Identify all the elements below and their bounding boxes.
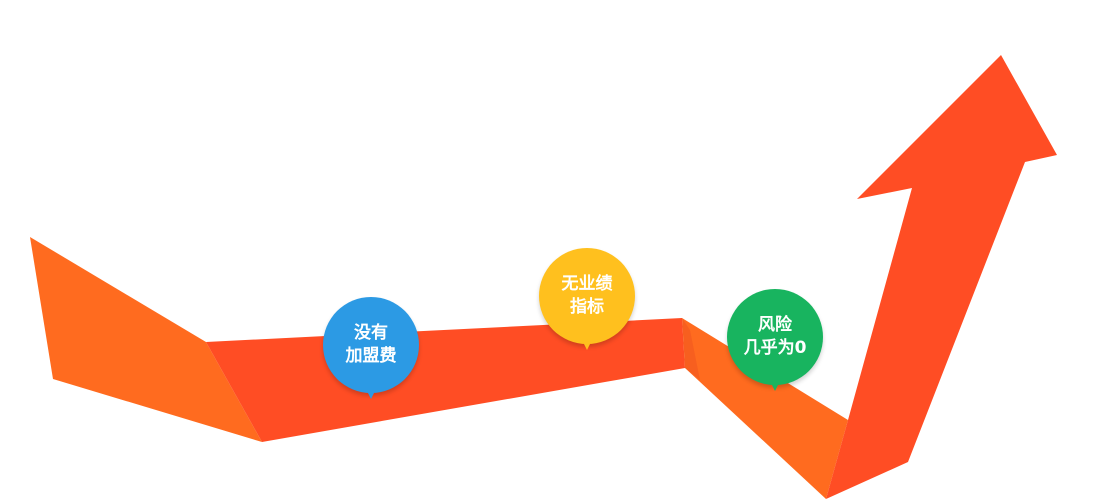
pin-label-line-1: 没有: [354, 323, 388, 343]
ribbon-shadow-dip: [682, 318, 700, 380]
feature-pin-almost-zero-risk: 风险 几乎为0: [727, 289, 823, 399]
pin-tail: [364, 385, 378, 399]
ribbon-segment-start: [30, 237, 262, 442]
ribbon-segment-rise: [826, 55, 1057, 499]
pin-label-line-1: 风险: [758, 315, 792, 335]
feature-pin-no-performance-target: 无业绩 指标: [539, 248, 635, 358]
pin-label-line-2: 指标: [570, 297, 604, 317]
pin-bubble: 没有 加盟费: [323, 297, 419, 393]
pin-tail: [580, 336, 594, 350]
feature-pin-no-franchise-fee: 没有 加盟费: [323, 297, 419, 407]
pin-bubble: 风险 几乎为0: [727, 289, 823, 385]
pin-tail: [768, 377, 782, 391]
ribbon-segment-dip: [682, 318, 848, 499]
pin-label-line-1: 无业绩: [561, 274, 613, 294]
pin-label-line-2: 加盟费: [345, 346, 397, 366]
pin-bubble: 无业绩 指标: [539, 248, 635, 344]
pin-label-line-2: 几乎为0: [743, 338, 807, 358]
